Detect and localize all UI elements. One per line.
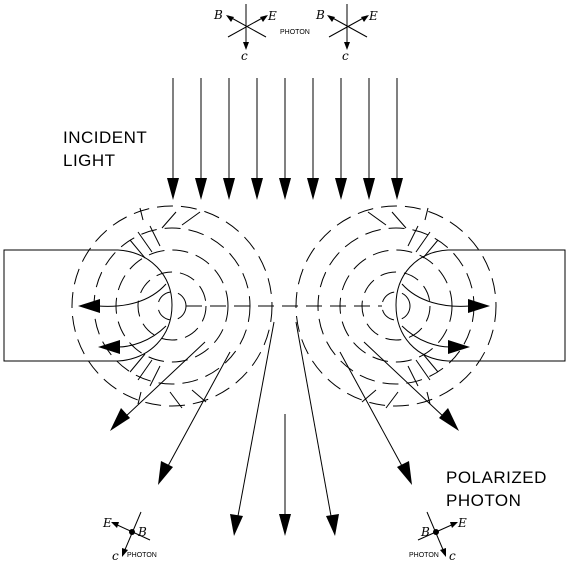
b-vector-label: B <box>420 525 430 539</box>
photon-label: PHOTON <box>127 552 157 559</box>
e-vector-label: E <box>368 9 378 23</box>
polarized-photon-label-line2: PHOTON <box>446 491 521 510</box>
polarized-photon-label-line1: POLARIZED <box>446 468 547 487</box>
b-vector-label: B <box>213 8 223 22</box>
incident-light-label-line2: LIGHT <box>63 151 116 170</box>
photon-symbol-bottom-left: E B c PHOTON <box>102 511 157 563</box>
field-lines-left <box>71 205 273 409</box>
photon-symbol-top: B E c PHOTON B E c <box>213 4 378 63</box>
e-vector-label: E <box>102 516 112 530</box>
photon-label: PHOTON <box>409 552 439 559</box>
c-vector-label: c <box>342 49 349 63</box>
e-vector-label: E <box>457 516 467 530</box>
outgoing-photon-arrows <box>110 321 459 536</box>
left-pole <box>3 249 173 362</box>
b-vector-label: B <box>315 8 325 22</box>
c-vector-label: c <box>449 549 456 563</box>
incident-light-label-line1: INCIDENT <box>63 128 147 147</box>
right-pole <box>395 249 566 362</box>
photon-symbol-bottom-right: E B c PHOTON <box>409 511 467 563</box>
c-vector-label: c <box>112 549 119 563</box>
c-vector-label: c <box>241 49 248 63</box>
photon-label: PHOTON <box>280 29 310 36</box>
b-vector-label: B <box>137 525 147 539</box>
incident-light-arrows <box>167 78 403 200</box>
e-vector-label: E <box>267 9 277 23</box>
